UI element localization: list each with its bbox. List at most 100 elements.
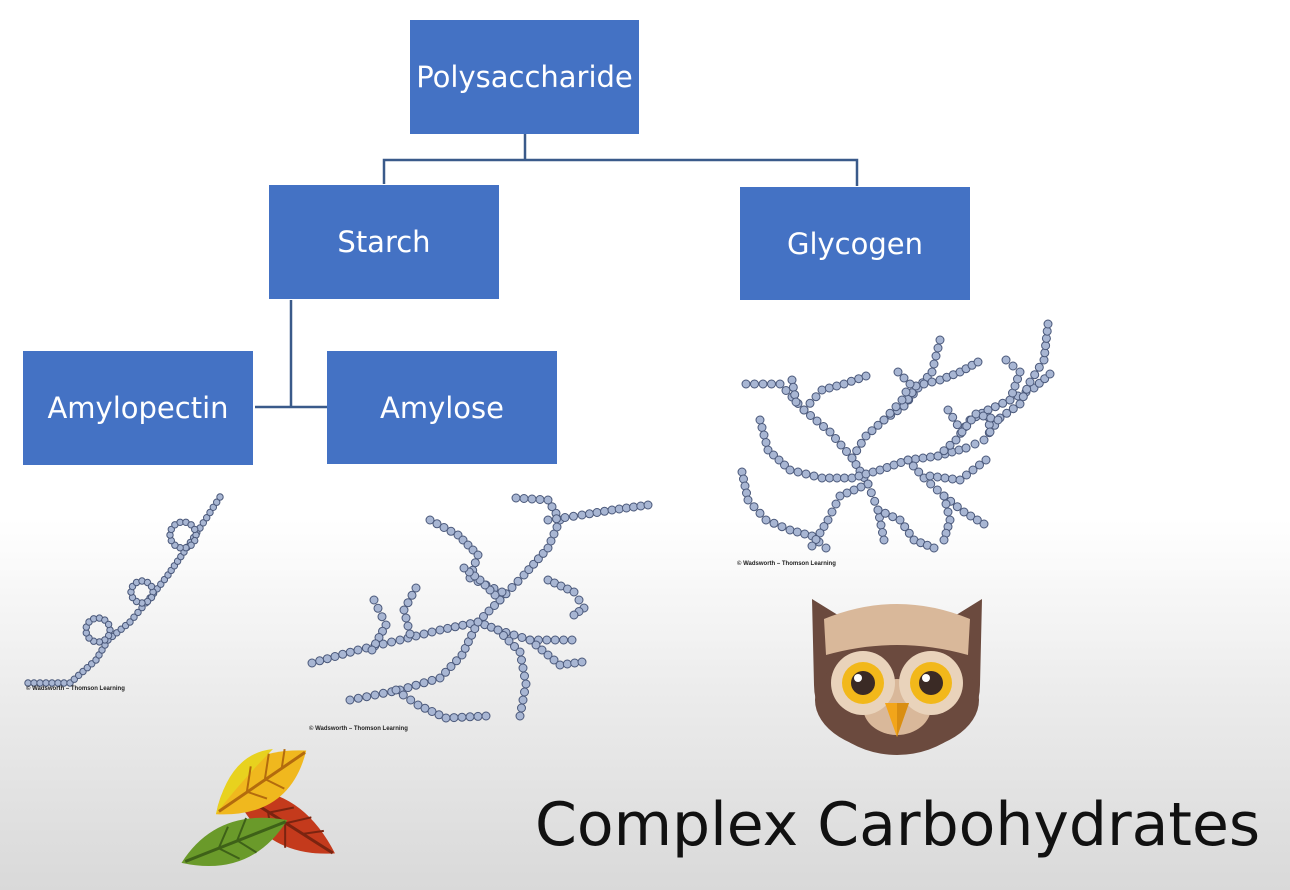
- glucose-bead: [943, 507, 953, 517]
- glucose-bead: [547, 502, 557, 512]
- glucose-bead: [1002, 408, 1012, 418]
- glucose-bead: [439, 523, 449, 532]
- glucose-bead: [962, 470, 971, 480]
- glucose-bead: [322, 654, 332, 664]
- glucose-bead: [1008, 361, 1018, 371]
- glucose-bead: [755, 508, 765, 518]
- glucose-bead: [790, 390, 800, 400]
- glucose-bead: [585, 509, 594, 519]
- glucose-bead: [788, 382, 798, 392]
- glucose-bead: [941, 499, 951, 509]
- glucose-bead: [750, 379, 759, 389]
- glucose-bead: [876, 520, 886, 530]
- glucose-bead: [952, 502, 962, 512]
- glucose-bead: [147, 582, 156, 591]
- glucose-bead: [761, 515, 771, 525]
- glucose-bead: [825, 473, 834, 483]
- glucose-bead: [893, 367, 903, 377]
- glucose-bead: [879, 415, 889, 425]
- glucose-bead: [867, 426, 877, 436]
- glucose-bead: [1025, 377, 1035, 387]
- glucose-bead: [130, 613, 138, 621]
- glucose-bead: [419, 678, 429, 688]
- connector-root-branches: [382, 158, 859, 186]
- glucose-bead: [929, 359, 939, 369]
- glucose-bead: [513, 576, 523, 586]
- glucose-bead: [939, 491, 949, 501]
- glucose-bead: [191, 525, 199, 534]
- glucose-bead: [840, 473, 849, 483]
- glucose-bead: [899, 373, 909, 383]
- glucose-bead: [775, 379, 785, 389]
- glucose-bead: [577, 657, 587, 667]
- glucose-bead: [807, 541, 817, 551]
- glucose-bead: [880, 508, 890, 518]
- node-glycogen: Glycogen: [740, 187, 970, 300]
- glucose-bead: [391, 685, 401, 695]
- glucose-bead: [755, 415, 765, 425]
- glucose-bead: [870, 496, 880, 506]
- glucose-bead: [206, 508, 214, 517]
- glucose-bead: [367, 645, 377, 655]
- node-starch: Starch: [269, 185, 499, 299]
- glucose-bead: [945, 440, 955, 450]
- glucose-bead: [411, 583, 421, 593]
- glucose-bead: [758, 379, 768, 389]
- glucose-bead: [403, 598, 413, 608]
- glucose-bead: [465, 712, 475, 722]
- glucose-bead: [636, 501, 646, 511]
- glucose-bead: [835, 491, 845, 501]
- glucose-bead: [968, 465, 978, 475]
- glucose-bead: [459, 563, 469, 573]
- glucose-bead: [933, 451, 943, 461]
- glucose-bead: [203, 514, 211, 522]
- glucose-bead: [443, 623, 453, 633]
- glucose-bead: [493, 625, 503, 635]
- glucose-bead: [933, 472, 942, 482]
- glucose-bead: [1015, 367, 1025, 377]
- glucose-bead: [948, 474, 957, 484]
- glucose-bead: [979, 435, 989, 445]
- glucose-bead: [888, 512, 898, 522]
- glucose-bead: [926, 452, 935, 462]
- glucose-bead: [931, 351, 941, 361]
- glucose-bead: [353, 645, 363, 655]
- glucose-bead: [537, 645, 547, 655]
- glucose-bead: [939, 535, 949, 545]
- glucose-bead: [966, 511, 976, 521]
- glucose-bead: [405, 629, 415, 639]
- glucose-bead: [824, 383, 834, 393]
- glucose-bead: [927, 367, 937, 377]
- glucose-bead: [458, 620, 468, 630]
- glucose-bead: [978, 411, 988, 421]
- glucose-bead: [932, 485, 942, 495]
- glucose-bead: [345, 695, 355, 705]
- glucose-bead: [806, 411, 815, 420]
- glucose-bead: [1001, 355, 1011, 365]
- glucose-bead: [955, 475, 965, 485]
- glucose-bead: [518, 695, 528, 705]
- glucose-bead: [866, 488, 876, 498]
- glucose-bead: [809, 471, 819, 481]
- glucose-bead: [470, 558, 480, 568]
- glucose-bead: [377, 612, 387, 622]
- glucose-bead: [419, 629, 429, 639]
- glucose-bead: [104, 620, 113, 629]
- glucose-bead: [531, 640, 541, 650]
- glucose-bead: [562, 659, 572, 669]
- glucose-bead: [607, 505, 617, 515]
- glucose-bead: [517, 633, 527, 642]
- glucose-bead: [901, 387, 911, 397]
- glucose-bead: [998, 398, 1008, 408]
- glucose-bead: [970, 439, 980, 449]
- glucose-bead: [971, 409, 981, 419]
- glucose-bead: [435, 673, 445, 683]
- glucose-bead: [1018, 392, 1028, 402]
- glucose-bead: [905, 379, 915, 389]
- glucose-bead: [353, 693, 363, 703]
- glucose-bead: [403, 621, 413, 631]
- glucose-bead: [543, 495, 553, 505]
- glucose-bead: [961, 443, 971, 453]
- glucose-bead: [435, 625, 445, 635]
- glycogen-molecule: [737, 319, 1055, 553]
